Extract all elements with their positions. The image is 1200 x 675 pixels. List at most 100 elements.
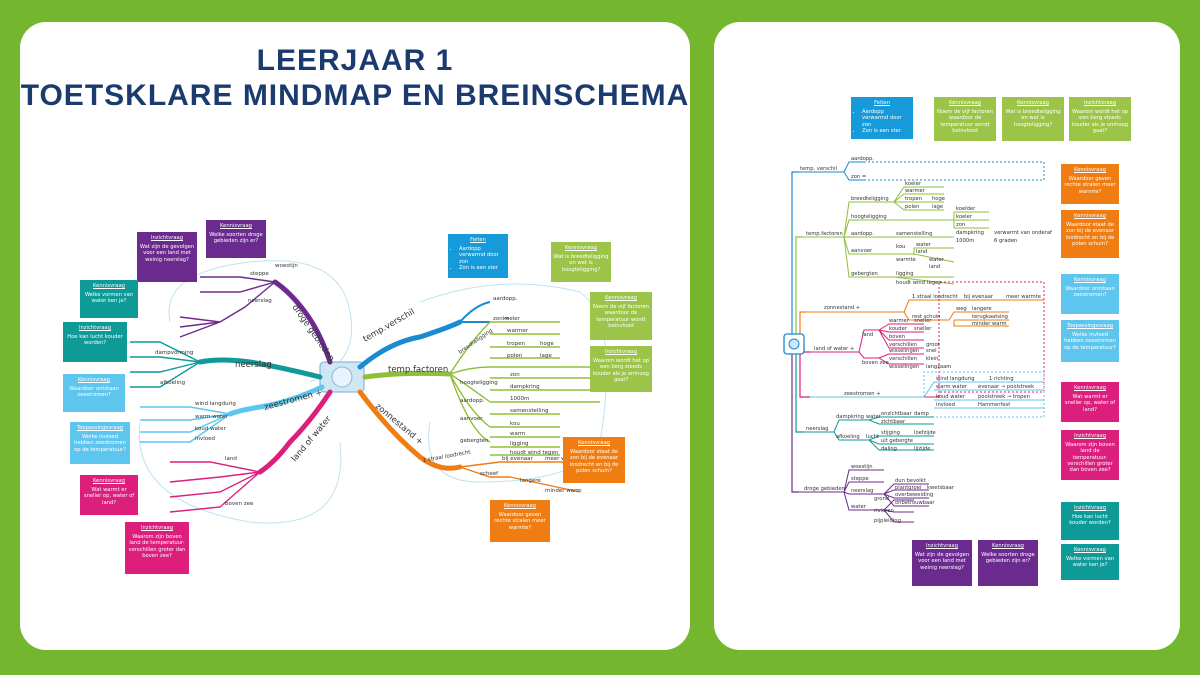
schema-overbeweiding: overbeweiding: [895, 492, 933, 498]
card-heading: Kennisvraag: [1074, 213, 1106, 219]
droge-gebieden-lines: [799, 469, 929, 523]
schema-dun-bevolkt: dun bevolkt: [895, 478, 926, 484]
card-heading: Kennisvraag: [93, 478, 125, 484]
card-heading: Toepassingsvraag: [76, 425, 124, 431]
question-card: Kennisvraag Waardoor ontstaan zeestromen…: [1061, 274, 1119, 314]
card-heading: Inzichtvraag: [1073, 505, 1106, 511]
question-card: Kennisvraag Wat warmt er sneller op, wat…: [80, 475, 138, 515]
question-card: Inzichtvraag Wat zijn de gevolgen voor e…: [912, 540, 972, 586]
label-neerslag-sub: neerslag: [248, 298, 272, 304]
outline-group: [419, 283, 608, 483]
card-heading: Kennisvraag: [1017, 100, 1049, 106]
schema-loefzijde: loefzijde: [914, 430, 936, 436]
card-heading: Kennisvraag: [1074, 385, 1106, 391]
card-body: Waarom wordt het op een berg steeds koud…: [1071, 109, 1129, 134]
schema-koeler: koeler: [905, 181, 922, 187]
branch-land-of-water: [257, 389, 333, 475]
schema-houdt: houdt wind tegen: [896, 280, 942, 286]
card-heading: Kennisvraag: [605, 295, 637, 301]
card-body: Hoe kan lucht kouder worden?: [67, 334, 123, 347]
title-line-2: TOETSKLARE MINDMAP EN BREINSCHEMA: [20, 79, 690, 112]
zeestromen-sub-lines: [140, 406, 231, 443]
label-neerslag: neerslag: [235, 360, 272, 370]
question-card: Kennisvraag Noem de vijf factoren waardo…: [590, 292, 652, 340]
mindmap-sub-labels: aardopp. zon = breedteligging hoogteligg…: [155, 263, 583, 507]
card-heading: Kennisvraag: [78, 377, 110, 383]
fact-item: Aardopp verwarmd door zon: [862, 109, 911, 128]
question-card: Kennisvraag Waardoor ontstaan zeestromen…: [63, 374, 125, 412]
label-lage: lage: [540, 353, 552, 359]
card-heading: Feiten: [874, 100, 890, 106]
schema-zon: zon =: [851, 174, 866, 180]
schema-afkoeling: afkoeling: [836, 434, 860, 440]
card-body: Welke vormen van water ken je?: [1065, 556, 1115, 569]
schema-spines: [791, 171, 810, 493]
label-ligging: ligging: [510, 441, 529, 447]
schema-straal: 1 straal loodrecht: [912, 294, 958, 300]
label-warmer: warmer: [507, 328, 529, 334]
question-card: Inzichtvraag Waarom zijn boven land de t…: [1061, 430, 1119, 480]
question-card: Kennisvraag Wat is breedteligging en wat…: [1002, 97, 1064, 141]
question-card: Inzichtvraag Waarom wordt het op een ber…: [1069, 97, 1131, 141]
question-card: Kennisvraag Welke soorten droge gebieden…: [206, 220, 266, 258]
zeestromen-lines: [810, 371, 1045, 418]
card-heading: Inzichtvraag: [1083, 100, 1116, 106]
label-zon: zon =: [493, 316, 509, 322]
droge-gebieden-sub-lines: [179, 276, 276, 338]
schema-droge-gebieden: droge gebieden: [804, 486, 845, 492]
question-card: Inzichtvraag Wat zijn de gevolgen voor e…: [137, 232, 197, 282]
label-boven-zee: boven zee: [225, 501, 254, 507]
schema-neerslag: neerslag: [806, 426, 828, 432]
card-body: Wat is breedteligging en wat is hoogteli…: [1005, 109, 1061, 128]
question-card: Toepassingsvraag Welke invloed hebben ze…: [1061, 320, 1119, 362]
schema-zeestromen: zeestromen +: [844, 391, 881, 397]
label-dampvorming: dampvorming: [155, 350, 193, 356]
card-body: Waardoor staat de zon bij de evenaar loo…: [569, 449, 619, 474]
question-card: Kennisvraag Noem de vijf factoren waardo…: [934, 97, 996, 141]
schema-weg: weg: [956, 306, 967, 312]
card-heading: Inzichtvraag: [150, 235, 183, 241]
label-aanvoer: aanvoer: [460, 416, 483, 422]
card-body: Waardoor geven rechte stralen meer warmt…: [1064, 176, 1116, 195]
question-card: Kennisvraag Waardoor geven rechte strale…: [490, 500, 550, 542]
card-heading: Kennisvraag: [220, 223, 252, 229]
schema-terugkaatsing: terugkaatsing: [972, 314, 1008, 320]
label-houdt-wind: houdt wind tegen: [510, 450, 559, 456]
card-body: Waardoor geven rechte stralen meer warmt…: [494, 512, 546, 531]
schema-snel: snel: [926, 348, 937, 354]
schema-zonnestand: zonnestand +: [824, 305, 860, 311]
card-body: Wat warmt er sneller op, water of land?: [1064, 394, 1116, 413]
schema-graden: 6 graden: [994, 238, 1017, 244]
label-hoge: hoge: [540, 341, 554, 347]
question-card: Inzichtvraag Hoe kan lucht kouder worden…: [1061, 502, 1119, 540]
card-heading: Kennisvraag: [992, 543, 1024, 549]
branch-temp-verschil: [357, 319, 463, 370]
center-globe-image: [319, 361, 365, 393]
temp-factoren-lines: [802, 186, 989, 285]
sub-branch-line: [459, 301, 491, 323]
label-aardopp2: aardopp.: [460, 398, 485, 404]
card-body: Welke soorten droge gebieden zijn er?: [981, 552, 1035, 565]
schema-koud-water: koud water: [936, 394, 966, 400]
schema-hammerfest: Hammerfest: [978, 402, 1010, 408]
schema-rest-schuin: rest schuin: [912, 314, 940, 320]
branch-neerslag: [197, 357, 323, 380]
card-heading: Kennisvraag: [1074, 547, 1106, 553]
schema-zichtbaar: zichtbaar: [881, 419, 906, 425]
label-zon-licht: zon: [510, 372, 520, 378]
schema-onzichtbaar: onzichtbaar: [881, 411, 912, 417]
card-body: Welke vormen van water ken je?: [84, 292, 134, 305]
schema-damp: damp: [914, 411, 930, 417]
schema-land-of-water: land of water +: [814, 346, 854, 352]
card-body: Waarom zijn boven land de temperatuur-ve…: [1065, 442, 1115, 474]
schema-hoogteligging: hoogteligging: [851, 214, 887, 220]
schema-daling: daling: [881, 446, 897, 452]
card-heading: Kennisvraag: [1074, 277, 1106, 283]
schema-klein: klein: [926, 356, 938, 362]
zonnestand-lines: [806, 299, 1044, 327]
question-card: Kennisvraag Wat warmt er sneller op, wat…: [1061, 382, 1119, 422]
card-body: Waardoor staat de zon bij de evenaar loo…: [1065, 222, 1115, 247]
label-invloed: invloed: [195, 436, 215, 442]
schema-lage: lage: [932, 204, 943, 210]
branch-temp-factoren: [362, 370, 453, 380]
